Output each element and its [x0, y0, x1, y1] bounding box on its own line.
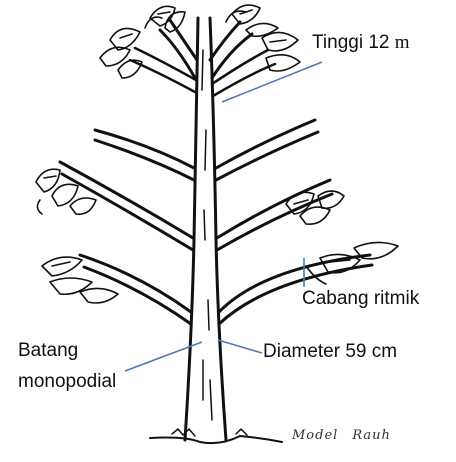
branch-tier4-left [80, 255, 191, 324]
handwritten-signature: Model Rauh [292, 428, 391, 443]
leaf-cluster-top-left [145, 6, 185, 32]
rhythmic-branch-label: Cabang ritmik [302, 288, 419, 311]
leader-line-diameter [218, 340, 262, 353]
height-label-unit: m [395, 32, 410, 53]
leaf-cluster-upper-right [262, 32, 300, 71]
upper-branch-right [212, 50, 275, 96]
signature-word-2: Rauh [352, 428, 391, 443]
branch-tier2-left [95, 130, 194, 180]
leaf-cluster-tier3-right [286, 191, 344, 224]
branch-tier2-right [216, 120, 318, 180]
trunk-label-line1: Batang [18, 340, 78, 363]
trunk-label-line2: monopodial [18, 371, 116, 394]
ground-line [150, 436, 282, 443]
upper-branch-left [130, 48, 196, 92]
leaf-cluster-upper-left [100, 28, 142, 78]
height-label: Tinggi 12 m [312, 32, 410, 55]
trunk-bark-lines [202, 50, 212, 420]
branch-tier3-left [60, 162, 193, 250]
ground-scribble [172, 429, 247, 436]
height-label-value: Tinggi 12 [312, 32, 389, 53]
signature-word-1: Model [292, 428, 338, 443]
trunk-left-edge [185, 18, 198, 440]
diameter-label: Diameter 59 cm [263, 341, 397, 364]
leaf-cluster-top-right [226, 5, 278, 36]
branch-tier3-right [217, 180, 332, 250]
